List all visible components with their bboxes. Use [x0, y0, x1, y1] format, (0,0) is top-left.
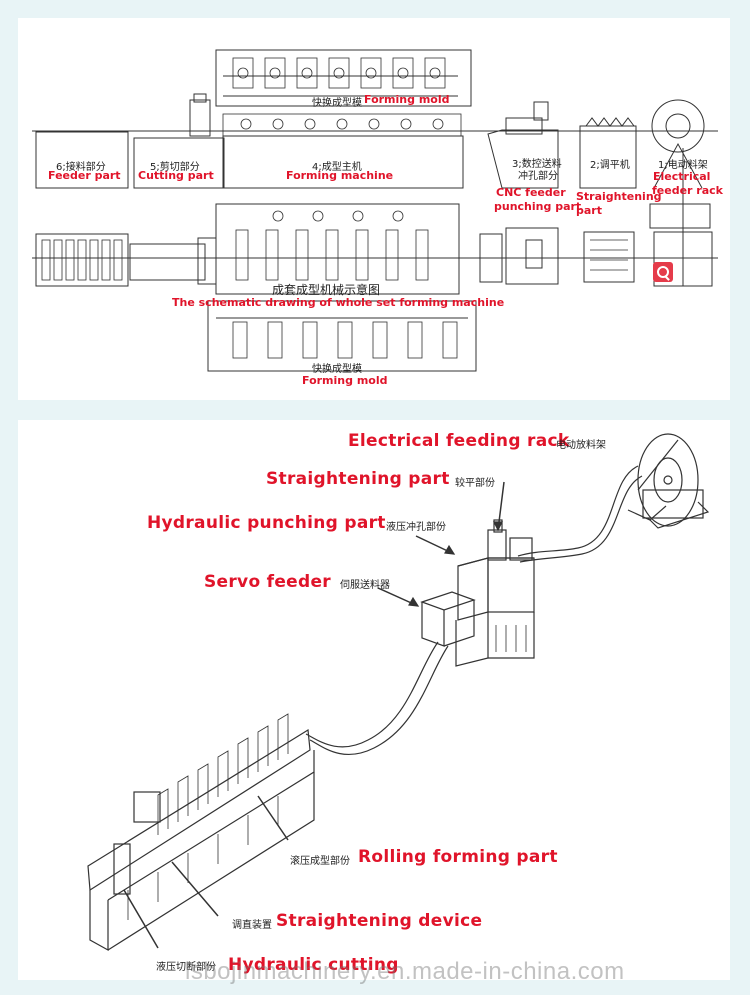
cutting-part-cn: 5;剪切部分 [150, 162, 200, 173]
feeder-part-cn: 6;接料部分 [56, 162, 106, 173]
feeder-rack-en-2: feeder rack [652, 184, 723, 197]
straightening-device-en: Straightening device [276, 911, 483, 931]
electrical-feeding-rack-cn: 电动放料架 [556, 440, 606, 451]
schematic-drawing [32, 49, 718, 372]
electrical-feeding-rack-en: Electrical feeding rack [348, 431, 570, 451]
perspective-panel: Electrical feeding rack 电动放料架 Straighten… [18, 420, 730, 980]
feeder-part-en: Feeder part [48, 169, 121, 182]
feeder-rack-cn: 1;电动料架 [658, 160, 708, 171]
cnc-feeder-cn-2: 冲孔部分 [518, 171, 558, 182]
cnc-feeder-en-1: CNC feeder [496, 186, 566, 199]
mold-top-en: Forming mold [364, 93, 450, 106]
straightening-cn: 2;调平机 [590, 160, 630, 171]
straightening-en-2: part [576, 204, 602, 217]
schematic-title-en: The schematic drawing of whole set formi… [172, 296, 505, 309]
rolling-forming-en: Rolling forming part [358, 847, 558, 867]
schematic-title-cn: 成套成型机械示意图 [272, 283, 381, 297]
schematic-panel: 快换成型模 Forming mold 6;接料部分 Feeder part 5;… [18, 18, 730, 400]
mold-top-cn: 快换成型模 [312, 98, 362, 109]
zoom-icon[interactable] [653, 262, 673, 282]
cnc-feeder-en-2: punching part [494, 200, 582, 213]
forming-machine-cn: 4;成型主机 [312, 162, 362, 173]
hydraulic-cutting-cn: 液压切断部份 [156, 962, 216, 973]
watermark: lsbojinmachinery.en.made-in-china.com [185, 958, 625, 985]
hydraulic-punching-cn: 液压冲孔部份 [386, 522, 446, 533]
servo-feeder-cn: 伺服送料器 [340, 580, 390, 591]
straightening-part-cn: 较平部份 [455, 478, 495, 489]
hydraulic-cutting-en: Hydraulic cutting [228, 955, 399, 975]
forming-machine-en: Forming machine [286, 169, 394, 182]
servo-feeder-en: Servo feeder [204, 572, 331, 592]
mold-bottom-en: Forming mold [302, 374, 388, 387]
cnc-feeder-cn-1: 3;数控送料 [512, 159, 562, 170]
hydraulic-punching-en: Hydraulic punching part [147, 513, 386, 533]
cutting-part-en: Cutting part [138, 169, 214, 182]
straightening-part-en: Straightening part [266, 469, 450, 489]
straightening-device-cn: 调直装置 [232, 920, 272, 931]
rolling-forming-cn: 滚压成型部份 [290, 856, 350, 867]
feeder-rack-en-1: Electrical [653, 170, 711, 183]
perspective-drawing [87, 433, 710, 952]
mold-bottom-cn: 快换成型模 [312, 364, 362, 375]
straightening-en-1: Straightening [576, 190, 662, 203]
